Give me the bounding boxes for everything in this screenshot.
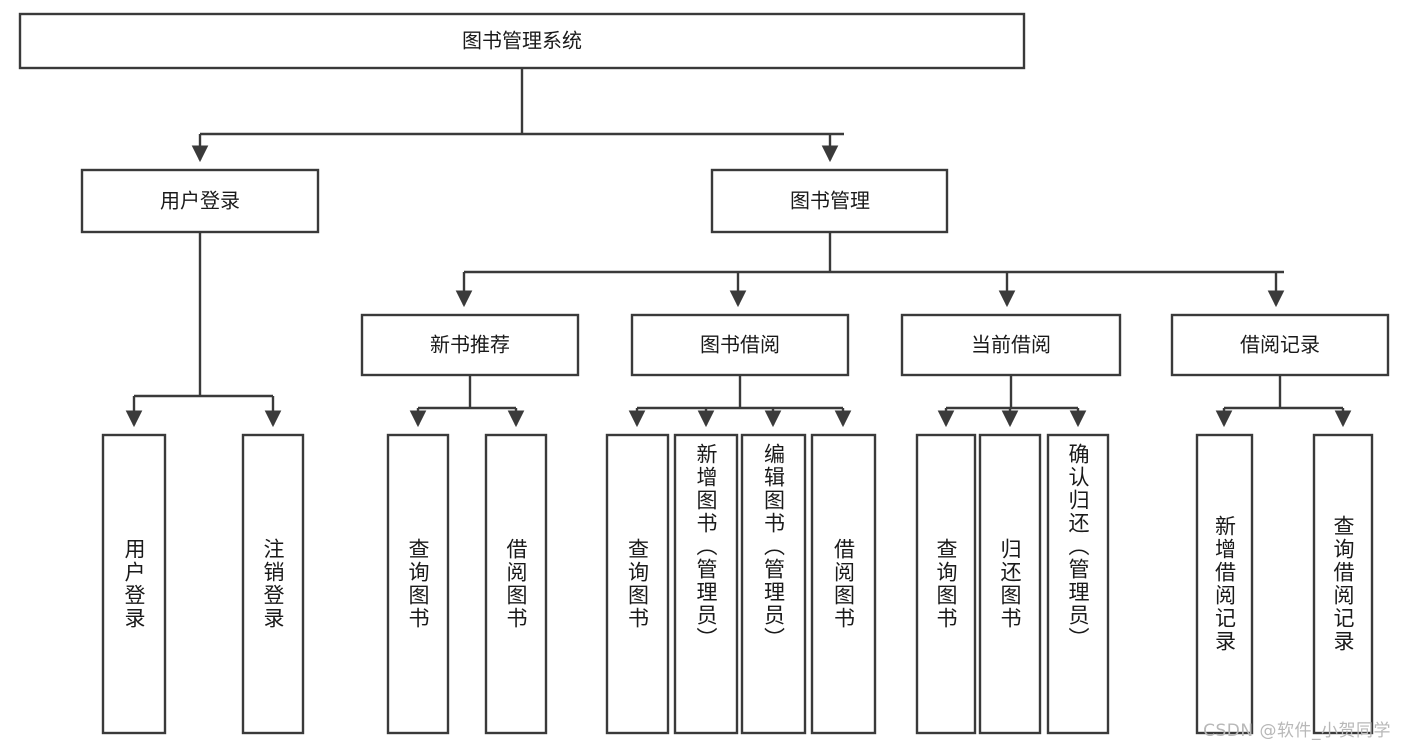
leaf-label-return-book: 归还图书 <box>998 538 1023 630</box>
leaf-label-confirm-return-wrap: 确认归还（管理员） <box>1048 435 1108 733</box>
node-root-box[interactable] <box>18 12 1026 70</box>
node-leaf-query-book-cb-box[interactable] <box>915 433 977 735</box>
leaf-label-query-book-bb: 查询图书 <box>625 538 650 630</box>
connectors-user-login-to-leaves <box>125 232 282 428</box>
leaf-label-query-book-cb: 查询图书 <box>934 538 959 630</box>
leaf-label-add-book-wrap: 新增图书（管理员） <box>675 435 737 733</box>
node-root[interactable]: 图书管理系统 <box>18 12 1026 70</box>
node-leaf-borrow-book-nbr-box[interactable] <box>484 433 548 735</box>
leaf-label-logout-login: 注销登录 <box>261 538 286 630</box>
node-book-borrow-label: 图书借阅 <box>700 333 780 357</box>
node-book-manage-box[interactable] <box>710 168 949 234</box>
node-borrow-record-box[interactable] <box>1170 313 1390 377</box>
leaf-label-query-book-bb-wrap: 查询图书 <box>607 435 668 733</box>
node-book-manage[interactable]: 图书管理 <box>710 168 949 234</box>
node-leaf-borrow-book-bb-box[interactable] <box>810 433 877 735</box>
node-root-label: 图书管理系统 <box>462 29 582 53</box>
node-book-manage-label: 图书管理 <box>790 189 870 213</box>
leaf-label-query-book-nbr-wrap: 查询图书 <box>388 435 448 733</box>
connectors-book-borrow-to-leaves <box>628 375 852 428</box>
node-leaf-query-book-bb-box[interactable] <box>605 433 670 735</box>
node-leaf-query-record-box[interactable] <box>1312 433 1374 735</box>
leaf-label-add-book: 新增图书（管理员） <box>694 443 719 650</box>
connectors-root-to-level2 <box>191 68 844 163</box>
csdn-watermark: CSDN @软件_小贺同学 <box>1203 721 1391 741</box>
node-current-borrow[interactable]: 当前借阅 <box>900 313 1122 377</box>
node-leaf-return-book-box[interactable] <box>978 433 1042 735</box>
leaf-label-return-book-wrap: 归还图书 <box>980 435 1040 733</box>
connectors-new-book-recommend-to-leaves <box>409 375 525 428</box>
node-leaf-logout-login-box[interactable] <box>241 433 305 735</box>
leaf-label-user-login: 用户登录 <box>122 538 147 630</box>
leaf-label-logout-login-wrap: 注销登录 <box>243 435 303 733</box>
node-leaf-edit-book-box[interactable] <box>740 433 807 735</box>
leaf-boxes[interactable] <box>101 433 1374 735</box>
node-new-book-recommend[interactable]: 新书推荐 <box>360 313 580 377</box>
node-user-login-label: 用户登录 <box>160 189 240 213</box>
node-new-book-recommend-box[interactable] <box>360 313 580 377</box>
node-book-borrow[interactable]: 图书借阅 <box>630 313 850 377</box>
node-current-borrow-box[interactable] <box>900 313 1122 377</box>
leaf-label-query-book-cb-wrap: 查询图书 <box>917 435 975 733</box>
leaf-label-borrow-book-nbr: 借阅图书 <box>504 538 529 630</box>
leaf-label-edit-book-wrap: 编辑图书（管理员） <box>742 435 805 733</box>
node-borrow-record[interactable]: 借阅记录 <box>1170 313 1390 377</box>
connectors-current-borrow-to-leaves <box>937 375 1087 428</box>
leaf-label-query-record: 查询借阅记录 <box>1331 515 1356 653</box>
node-current-borrow-label: 当前借阅 <box>971 333 1051 357</box>
node-new-book-recommend-label: 新书推荐 <box>430 333 510 357</box>
node-user-login[interactable]: 用户登录 <box>80 168 320 234</box>
leaf-label-borrow-book-nbr-wrap: 借阅图书 <box>486 435 546 733</box>
node-book-borrow-box[interactable] <box>630 313 850 377</box>
leaf-label-user-login-wrap: 用户登录 <box>103 435 165 733</box>
node-borrow-record-label: 借阅记录 <box>1240 333 1320 357</box>
node-leaf-user-login-box[interactable] <box>101 433 167 735</box>
leaf-label-add-record: 新增借阅记录 <box>1212 515 1237 653</box>
leaf-label-add-record-wrap: 新增借阅记录 <box>1197 435 1252 733</box>
leaf-label-edit-book: 编辑图书（管理员） <box>761 443 786 650</box>
connectors-borrow-record-to-leaves <box>1215 375 1352 428</box>
node-leaf-add-book-box[interactable] <box>673 433 739 735</box>
node-leaf-add-record-box[interactable] <box>1195 433 1254 735</box>
leaf-label-borrow-book-bb: 借阅图书 <box>831 538 856 630</box>
leaf-label-confirm-return: 确认归还（管理员） <box>1066 443 1091 650</box>
connectors-book-manage-to-level3 <box>455 232 1285 308</box>
leaf-label-query-record-wrap: 查询借阅记录 <box>1314 435 1372 733</box>
leaf-label-query-book-nbr: 查询图书 <box>406 538 431 630</box>
node-user-login-box[interactable] <box>80 168 320 234</box>
leaf-label-borrow-book-bb-wrap: 借阅图书 <box>812 435 875 733</box>
node-leaf-confirm-return-box[interactable] <box>1046 433 1110 735</box>
node-leaf-query-book-nbr-box[interactable] <box>386 433 450 735</box>
